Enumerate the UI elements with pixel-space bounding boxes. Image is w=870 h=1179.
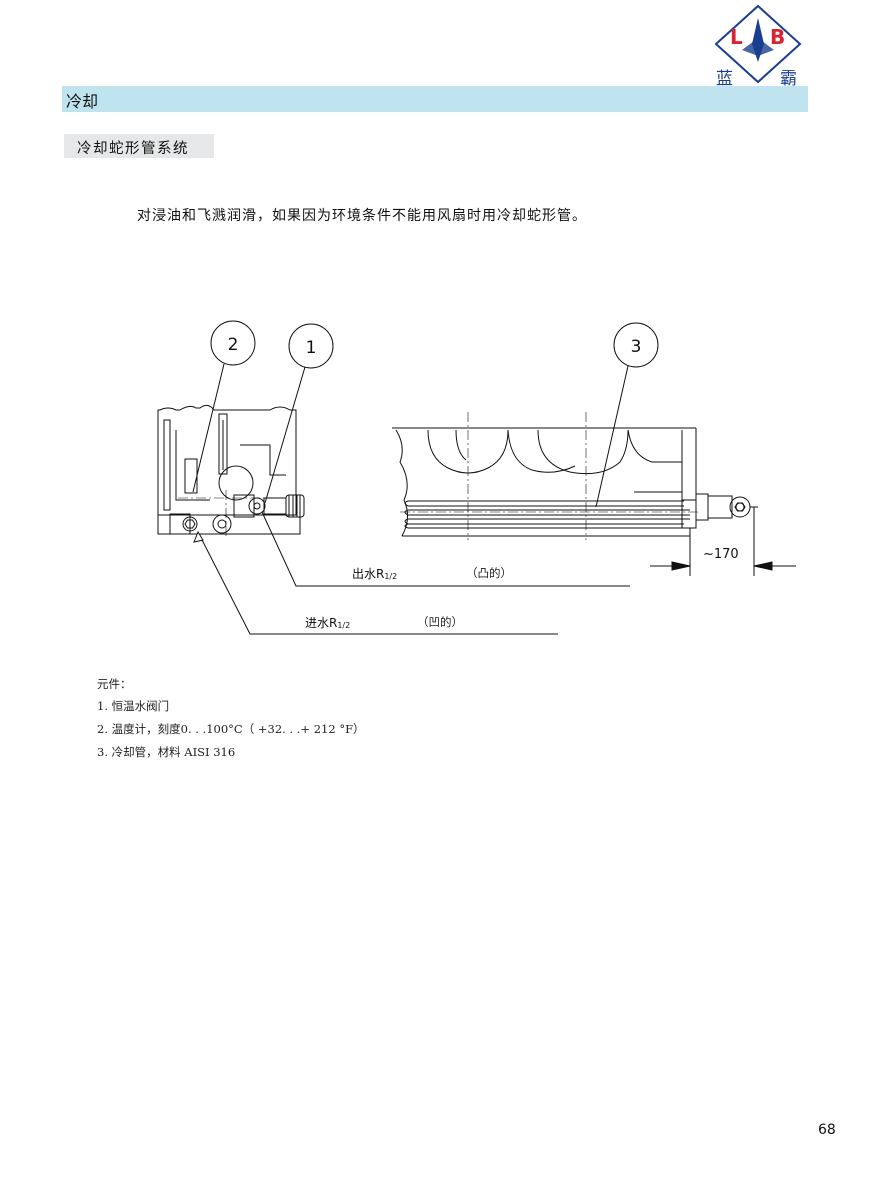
company-logo: L B: [714, 4, 802, 84]
logo-char-right: 霸: [780, 69, 797, 89]
callout-circle-2: [210, 320, 256, 366]
intro-paragraph: 对浸油和飞溅润滑，如果因为环境条件不能用风扇时用冷却蛇形管。: [137, 208, 587, 224]
callout-3: 3: [631, 337, 642, 357]
callout-circle-1: [288, 323, 334, 369]
callout-1: 1: [306, 338, 317, 358]
section-band: [62, 86, 808, 112]
component-item-2: 2. 温度计，刻度0. . .100°C（ +32. . .+ 212 °F）: [97, 722, 365, 736]
page-number: 68: [818, 1122, 836, 1138]
callout-circle-3: [613, 322, 659, 368]
svg-text:B: B: [770, 25, 785, 49]
outlet-label: 出水R1/2: [352, 565, 397, 582]
outlet-type: （凸的）: [466, 566, 512, 580]
inlet-label: 进水R1/2: [305, 614, 350, 631]
svg-text:L: L: [730, 25, 743, 49]
outlet-size: 1/2: [384, 572, 398, 581]
dimension-label: ~170: [703, 547, 739, 562]
component-item-1: 1. 恒温水阀门: [97, 699, 170, 713]
components-title: 元件：: [97, 677, 132, 691]
inlet-text: 进水R: [305, 616, 338, 630]
subsection-title: 冷却蛇形管系统: [77, 141, 189, 157]
section-title: 冷却: [66, 92, 99, 111]
outlet-text: 出水R: [352, 567, 385, 581]
inlet-size: 1/2: [337, 621, 351, 630]
subsection-box: [64, 134, 214, 158]
inlet-type: （凹的）: [417, 615, 463, 629]
component-item-3: 3. 冷却管，材料 AISI 316: [97, 745, 236, 759]
callout-2: 2: [228, 335, 239, 355]
logo-char-left: 蓝: [716, 69, 733, 89]
